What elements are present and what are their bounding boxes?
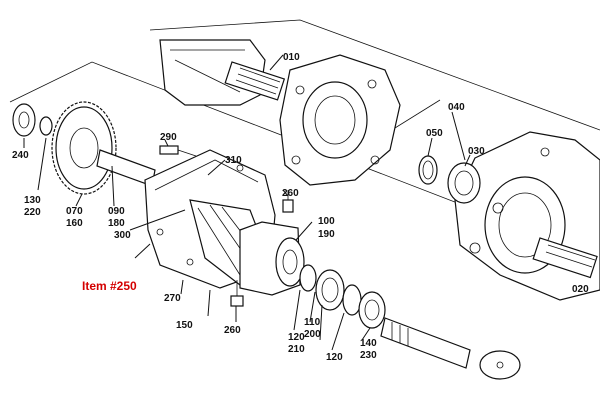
label-290: 290 <box>160 132 177 143</box>
label-120-b: 120 <box>326 352 343 363</box>
label-140: 140 <box>360 338 377 349</box>
bolt-260-upper <box>282 190 294 213</box>
part-labels: 010 020 030 040 050 070 090 100 110 120 … <box>12 52 589 363</box>
gear-070 <box>51 101 117 195</box>
label-230: 230 <box>360 350 377 361</box>
label-150: 150 <box>176 320 193 331</box>
label-260-lower: 260 <box>224 325 241 336</box>
output-shaft <box>380 317 521 380</box>
label-040: 040 <box>448 102 465 113</box>
item-250-callout: Item #250 <box>82 279 137 293</box>
label-180: 180 <box>108 218 125 229</box>
label-300: 300 <box>114 230 131 241</box>
input-shaft <box>224 61 286 101</box>
label-050: 050 <box>426 128 443 139</box>
label-240: 240 <box>12 150 29 161</box>
label-220: 220 <box>24 207 41 218</box>
label-200: 200 <box>304 329 321 340</box>
right-housing-020 <box>454 131 600 301</box>
label-130: 130 <box>24 195 41 206</box>
bearing-housing-100 <box>239 221 305 296</box>
label-190: 190 <box>318 229 335 240</box>
label-210: 210 <box>288 344 305 355</box>
label-270: 270 <box>164 293 181 304</box>
seal-050 <box>418 155 438 185</box>
bolt-290 <box>159 145 197 157</box>
label-070: 070 <box>66 206 83 217</box>
upper-housing-010 <box>159 39 401 186</box>
label-160: 160 <box>66 218 83 229</box>
label-010: 010 <box>283 52 300 63</box>
label-020: 020 <box>572 284 589 295</box>
bearing-030 <box>447 162 481 204</box>
washer-240 <box>12 103 53 137</box>
washer-stack <box>299 264 386 329</box>
label-260-upper: 260 <box>282 188 299 199</box>
leader-lines <box>23 54 471 351</box>
label-120-a: 120 <box>288 332 305 343</box>
label-100: 100 <box>318 216 335 227</box>
label-310: 310 <box>225 155 242 166</box>
bolt-260-lower <box>230 280 244 307</box>
label-030: 030 <box>468 146 485 157</box>
label-090: 090 <box>108 206 125 217</box>
label-110: 110 <box>304 317 321 328</box>
